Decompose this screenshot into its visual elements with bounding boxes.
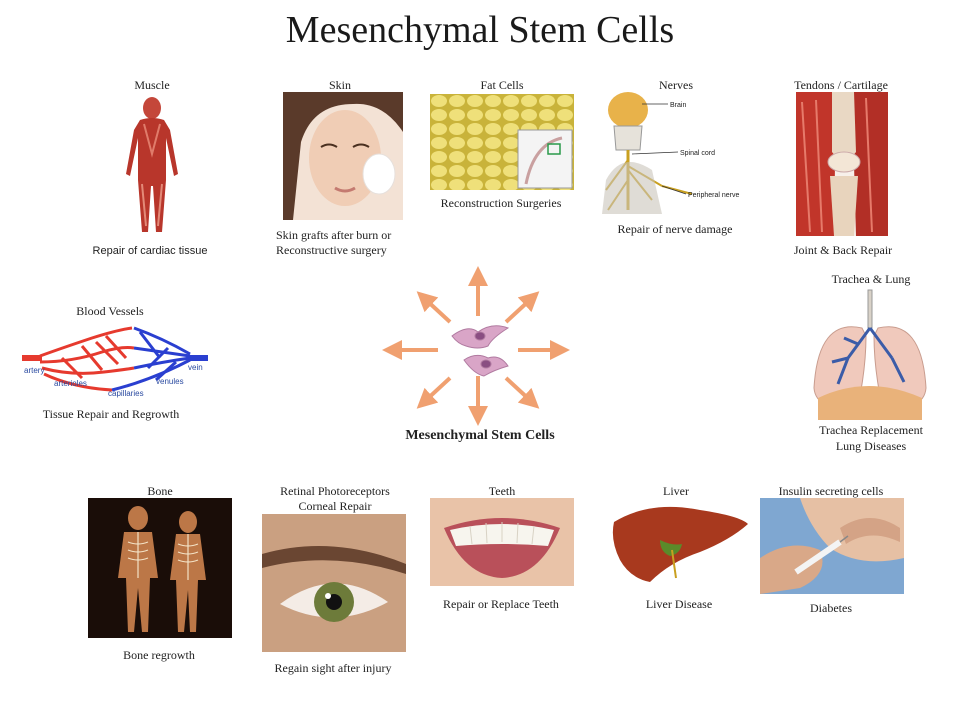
- stem-cell-icon: [451, 325, 510, 377]
- fat-caption: Reconstruction Surgeries: [440, 196, 562, 210]
- teeth-label: Teeth: [488, 484, 516, 498]
- insulin-caption: Diabetes: [810, 601, 852, 615]
- arrow-down-left: [416, 376, 452, 409]
- retina-label-1: Retinal Photoreceptors: [280, 484, 390, 498]
- blood-vessels-caption: Tissue Repair and Regrowth: [42, 407, 180, 421]
- blood-vessels-label: Blood Vessels: [76, 304, 144, 318]
- fat-label: Fat Cells: [480, 78, 524, 92]
- skin-caption-2: Reconstructive surgery: [276, 243, 387, 257]
- muscle-label: Muscle: [134, 78, 170, 92]
- muscle-caption: Repair of cardiac tissue: [92, 245, 208, 257]
- stem-cell-hub-diagram: [382, 266, 570, 426]
- tendons-label: Tendons / Cartilage: [794, 78, 888, 92]
- nerves-caption: Repair of nerve damage: [617, 222, 733, 236]
- venules-text: venules: [156, 377, 184, 386]
- brain-text: Brain: [670, 102, 686, 109]
- liver-caption: Liver Disease: [645, 597, 713, 611]
- spinal-cord-text: Spinal cord: [680, 150, 715, 157]
- artery-text: artery: [24, 366, 44, 375]
- fat-cells-image: [430, 94, 574, 190]
- nervous-system-image: Brain Spinal cord Peripheral nerve: [602, 92, 739, 214]
- trachea-caption-1: Trachea Replacement: [819, 423, 923, 437]
- nerves-label: Nerves: [659, 78, 693, 92]
- trachea-label: Trachea & Lung: [831, 272, 911, 286]
- page-title: Mesenchymal Stem Cells: [285, 9, 675, 51]
- skeleton-image: [88, 498, 232, 638]
- knee-joint-image: [796, 92, 888, 236]
- blood-vessels-image: artery arterioles capillaries venules ve…: [22, 326, 208, 398]
- smile-image: [430, 498, 574, 586]
- peripheral-nerve-text: Peripheral nerve: [688, 192, 739, 199]
- liver-image: [612, 506, 748, 582]
- insulin-label: Insulin secreting cells: [778, 484, 884, 498]
- bone-label: Bone: [147, 484, 173, 498]
- skin-caption-1: Skin grafts after burn or: [276, 228, 392, 242]
- liver-label: Liver: [663, 484, 689, 498]
- arrow-up-left: [416, 291, 452, 324]
- insulin-injection-image: [760, 498, 904, 594]
- retina-label-2: Corneal Repair: [298, 499, 372, 513]
- center-label: Mesenchymal Stem Cells: [405, 428, 555, 443]
- teeth-caption: Repair or Replace Teeth: [443, 597, 559, 611]
- arterioles-text: arterioles: [54, 379, 87, 388]
- skin-label: Skin: [328, 78, 351, 92]
- skin-face-image: [283, 92, 403, 220]
- lungs-image: [813, 289, 927, 420]
- trachea-caption-2: Lung Diseases: [835, 439, 907, 453]
- eye-image: [262, 514, 406, 652]
- capillaries-text: capillaries: [108, 389, 144, 398]
- muscle-figure-image: [126, 97, 178, 232]
- retina-caption: Regain sight after injury: [274, 661, 392, 675]
- arrow-up-right: [504, 291, 540, 324]
- bone-caption: Bone regrowth: [123, 648, 195, 662]
- arrow-down-right: [504, 376, 540, 409]
- vein-text: vein: [188, 363, 203, 372]
- tendons-caption: Joint & Back Repair: [793, 243, 893, 257]
